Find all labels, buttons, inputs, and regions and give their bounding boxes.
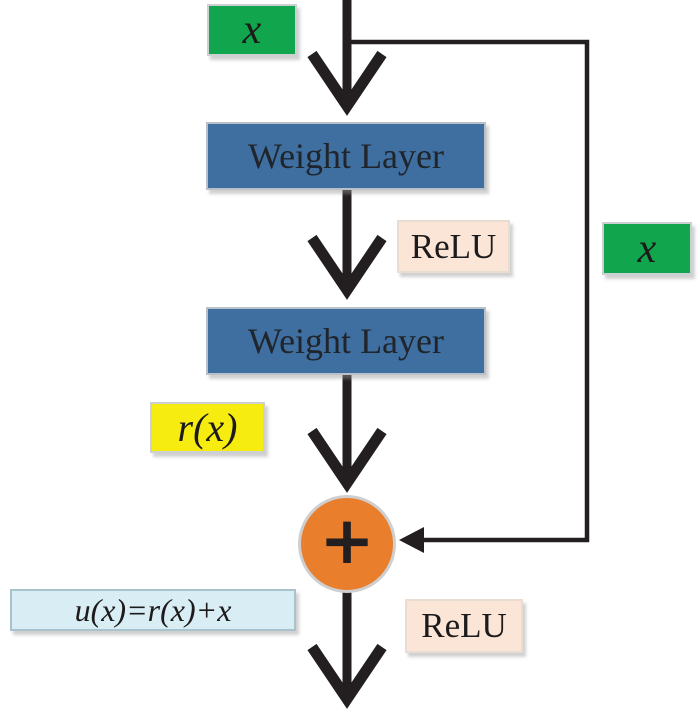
input-x-label: x (242, 7, 262, 53)
arrow-sum-to-output (307, 590, 387, 709)
arrow-layer1-to-layer2 (307, 189, 387, 300)
output-equation-label: u(x)=r(x)+x (74, 591, 232, 628)
output-equation-box: u(x)=r(x)+x (10, 589, 296, 631)
input-x-box: x (207, 4, 297, 56)
sum-node: + (298, 495, 396, 593)
residual-rx-label: r(x) (177, 405, 238, 450)
weight-layer-2-label: Weight Layer (247, 321, 444, 361)
weight-layer-2-box: Weight Layer (206, 307, 486, 375)
relu-2-label: ReLU (421, 606, 507, 645)
relu-1-box: ReLU (397, 220, 510, 273)
arrow-layer2-to-sum (307, 374, 387, 493)
identity-x-label: x (637, 225, 657, 272)
arrow-input-to-layer1 (307, 0, 387, 116)
skip-connection-line (345, 39, 590, 543)
plus-icon: + (319, 502, 375, 579)
identity-x-box: x (602, 222, 692, 275)
skip-arrowhead-icon (399, 527, 424, 553)
residual-rx-box: r(x) (150, 402, 265, 453)
relu-2-box: ReLU (405, 599, 523, 653)
weight-layer-1-label: Weight Layer (247, 136, 444, 176)
weight-layer-1-box: Weight Layer (206, 122, 486, 190)
relu-1-label: ReLU (410, 226, 497, 266)
